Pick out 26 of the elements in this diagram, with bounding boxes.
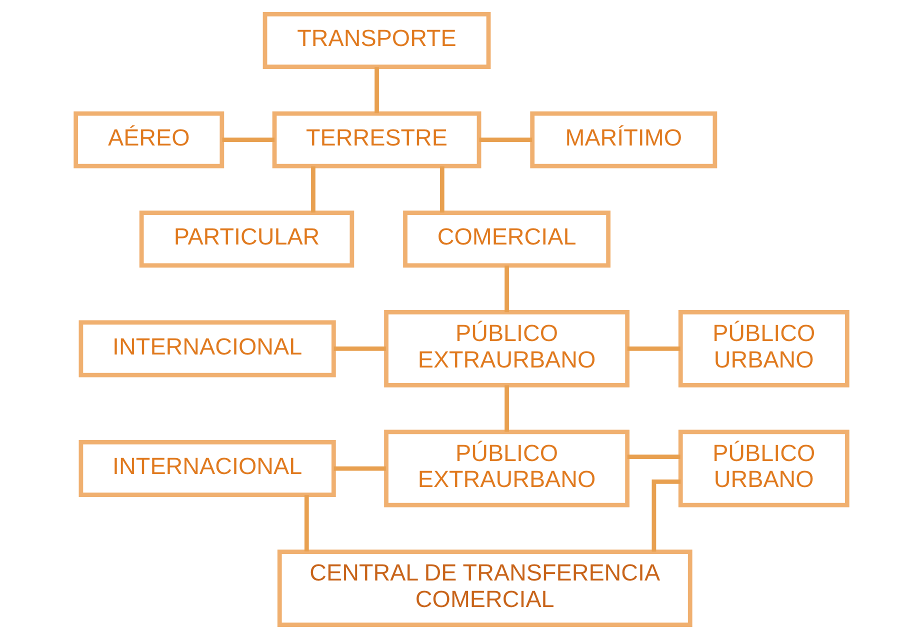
node-box: PÚBLICO URBANO (678, 430, 849, 508)
connector (333, 346, 386, 351)
node-box: INTERNACIONAL (78, 440, 336, 497)
node-box: TRANSPORTE (262, 12, 490, 69)
node-box: TERRESTRE (272, 111, 481, 168)
connector (222, 138, 274, 142)
node-box: PÚBLICO URBANO (678, 310, 849, 388)
connector (478, 138, 532, 142)
node-box: MARÍTIMO (530, 111, 717, 168)
connector (333, 466, 386, 471)
connector (626, 346, 680, 351)
node-box: PÚBLICO EXTRAURBANO (384, 310, 629, 388)
connector (651, 479, 680, 552)
connector (504, 385, 508, 432)
node-box: AÉREO (73, 111, 224, 168)
connector (374, 67, 378, 114)
node-box: PARTICULAR (138, 210, 354, 268)
connector (304, 495, 308, 552)
connector (439, 166, 444, 212)
node-box: PÚBLICO EXTRAURBANO (384, 430, 629, 508)
node-box: COMERCIAL (402, 210, 610, 268)
connector (626, 454, 680, 459)
node-box: INTERNACIONAL (78, 320, 336, 378)
node-box: CENTRAL DE TRANSFERENCIA COMERCIAL (276, 550, 692, 627)
connector (504, 266, 508, 312)
connector (310, 166, 315, 212)
